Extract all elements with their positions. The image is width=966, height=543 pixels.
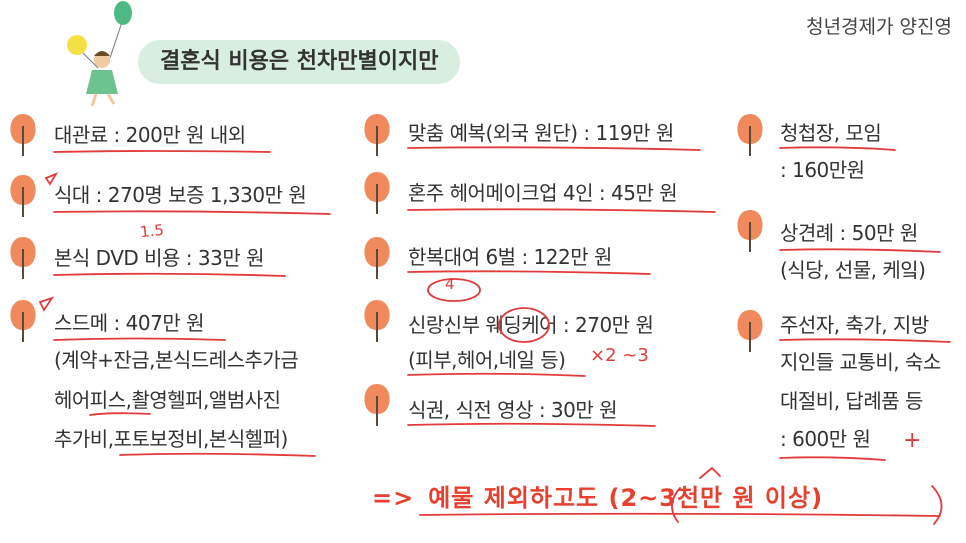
tree-icon bbox=[737, 310, 763, 352]
sdm-detail-2: 헤어피스,촬영헬퍼,앨범사진 bbox=[54, 388, 281, 412]
author-credit: 청년경제가 양진영 bbox=[806, 16, 952, 38]
tree-icon bbox=[364, 384, 390, 426]
parents-hair-makeup-item: 혼주 헤어메이크업 4인 : 45만 원 bbox=[408, 181, 678, 205]
family-meeting-item: 상견례 : 50만 원 bbox=[780, 221, 918, 245]
misc-costs-line-3: 대절비, 답례품 등 bbox=[780, 389, 923, 413]
conclusion-line: => 예물 제외하고도 (2~3천만 원 이상) bbox=[372, 478, 823, 513]
wedding-care-item: 신랑신부 웨딩케어 : 270만 원 bbox=[408, 313, 654, 337]
tree-icon bbox=[10, 114, 36, 156]
hanbok-circle-annotation: 4 bbox=[445, 275, 455, 293]
conclusion-text: 예물 제외하고도 (2~3천만 원 이상) bbox=[428, 484, 824, 512]
meal-ticket-video-item: 식권, 식전 영상 : 30만 원 bbox=[408, 398, 618, 422]
meal-note-annotation: 1.5 bbox=[139, 220, 165, 242]
sdm-cost-item: 스드메 : 407만 원 bbox=[54, 311, 204, 335]
misc-costs-item: 주선자, 축가, 지방 bbox=[780, 313, 929, 337]
invitation-item: 청첩장, 모임 bbox=[780, 121, 882, 145]
family-meeting-detail: (식당, 선물, 케잌) bbox=[780, 258, 926, 282]
wedding-care-detail: (피부,헤어,네일 등) bbox=[408, 348, 566, 372]
sdm-detail-1: (계약+잔금,본식드레스추가금 bbox=[54, 348, 299, 372]
page-title: 결혼식 비용은 천차만별이지만 bbox=[138, 40, 461, 84]
tree-icon bbox=[737, 210, 763, 252]
invitation-cost: : 160만원 bbox=[780, 158, 865, 182]
tree-icon bbox=[10, 300, 36, 342]
tree-icon bbox=[10, 237, 36, 279]
care-multiplier-annotation: ×2 ~3 bbox=[590, 345, 649, 366]
dvd-cost-item: 본식 DVD 비용 : 33만 원 bbox=[54, 246, 265, 270]
hanbok-rental-item: 한복대여 6벌 : 122만 원 bbox=[408, 245, 612, 269]
tree-icon bbox=[364, 172, 390, 214]
tree-icon bbox=[364, 300, 390, 342]
suit-cost-item: 맞춤 예복(외국 원단) : 119만 원 bbox=[408, 121, 674, 145]
tree-icon bbox=[364, 237, 390, 279]
arrow-icon: => bbox=[372, 484, 415, 512]
meal-cost-item: 식대 : 270명 보증 1,330만 원 bbox=[54, 183, 307, 207]
sdm-detail-3: 추가비,포토보정비,본식헬퍼) bbox=[54, 427, 288, 451]
kid-balloon-illustration bbox=[67, 1, 132, 107]
plus-annotation: + bbox=[903, 428, 922, 453]
tree-icon bbox=[10, 175, 36, 217]
misc-costs-line-2: 지인들 교통비, 숙소 bbox=[780, 350, 941, 374]
misc-costs-total: : 600만 원 bbox=[780, 427, 871, 451]
venue-fee-item: 대관료 : 200만 원 내외 bbox=[54, 123, 246, 147]
tree-icon bbox=[737, 114, 763, 156]
tree-icon bbox=[364, 114, 390, 156]
